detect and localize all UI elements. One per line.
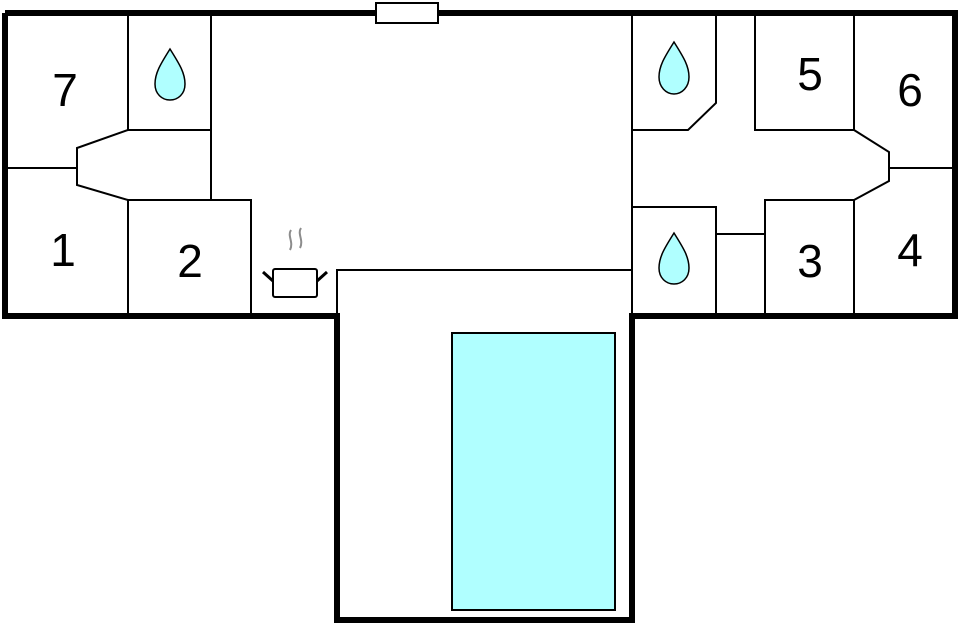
room-label-4: 4 — [897, 224, 923, 276]
water-drop-icon — [658, 40, 690, 95]
entrance-door — [375, 2, 439, 24]
room-label-7: 7 — [52, 64, 78, 116]
room-label-2: 2 — [177, 235, 203, 287]
room-label-1: 1 — [50, 224, 76, 276]
room-label-3: 3 — [797, 235, 823, 287]
water-drop-icon — [658, 231, 690, 285]
outer-walls — [2, 10, 958, 623]
swimming-pool — [451, 332, 616, 611]
interior-walls-right — [631, 13, 955, 316]
interior-walls-left — [5, 13, 252, 316]
room-label-6: 6 — [897, 64, 923, 116]
room-label-5: 5 — [797, 48, 823, 100]
water-drop-icon — [154, 47, 186, 101]
cooking-pot-icon — [261, 227, 329, 298]
pool-terrace-wall — [336, 269, 632, 316]
